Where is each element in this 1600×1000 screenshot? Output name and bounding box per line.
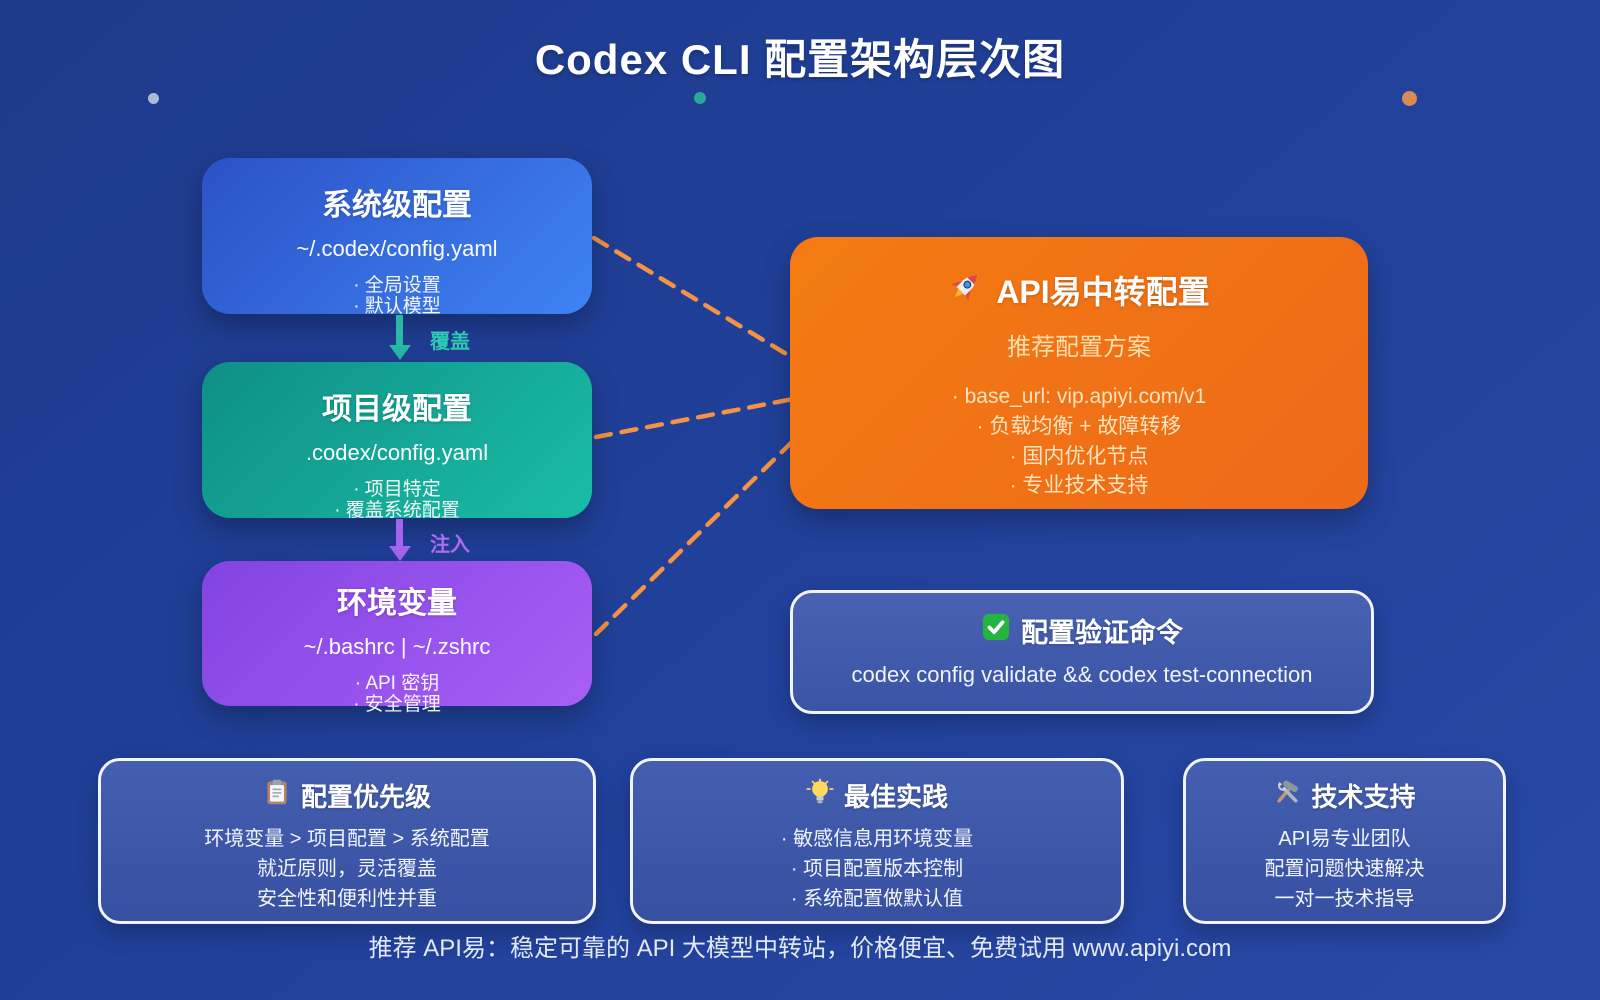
inject-arrow-label: 注入 — [430, 534, 470, 556]
api-relay-title: API易中转配置 — [996, 274, 1210, 310]
practices-lines: · 敏感信息用环境变量 · 项目配置版本控制 · 系统配置做默认值 — [633, 824, 1121, 914]
bullet-item: · 国内优化节点 — [1009, 444, 1149, 468]
override-arrow — [396, 315, 403, 345]
panel-best-practices: 最佳实践 · 敏感信息用环境变量 · 项目配置版本控制 · 系统配置做默认值 — [630, 758, 1124, 924]
decor-dot-teal — [694, 92, 706, 104]
connector-env-to-api — [593, 438, 796, 637]
panel-line: 就近原则，灵活覆盖 — [257, 858, 437, 880]
api-relay-subtitle: 推荐配置方案 — [1007, 334, 1151, 361]
bullet-item: · 项目特定 — [353, 479, 441, 500]
node-system-config: 系统级配置 ~/.codex/config.yaml · 全局设置 · 默认模型 — [202, 158, 592, 317]
api-relay-bullets: · base_url: vip.apiyi.com/v1 · 负载均衡 + 故障… — [790, 382, 1368, 501]
node-system-path: ~/.codex/config.yaml — [296, 236, 498, 261]
connector-system-to-api — [591, 235, 796, 361]
support-title-row: 技术支持 — [1186, 761, 1503, 814]
decor-dot-orange — [1402, 91, 1417, 106]
rocket-icon — [948, 268, 984, 312]
inject-arrow — [396, 519, 403, 546]
priority-title: 配置优先级 — [300, 782, 431, 812]
bullet-item: · 全局设置 — [353, 275, 441, 296]
validate-command-text: codex config validate && codex test-conn… — [851, 662, 1313, 687]
panel-line: · 系统配置做默认值 — [790, 888, 964, 910]
priority-lines: 环境变量 > 项目配置 > 系统配置 就近原则，灵活覆盖 安全性和便利性并重 — [101, 824, 593, 914]
panel-line: 安全性和便利性并重 — [257, 888, 437, 910]
panel-line: API易专业团队 — [1278, 828, 1411, 850]
support-title: 技术支持 — [1311, 782, 1416, 812]
check-icon — [981, 612, 1011, 649]
practices-title-row: 最佳实践 — [633, 761, 1121, 814]
panel-line: 配置问题快速解决 — [1264, 858, 1425, 880]
bulb-icon — [806, 778, 834, 813]
node-env-bullets: · API 密钥 · 安全管理 — [202, 673, 592, 716]
node-system-bullets: · 全局设置 · 默认模型 — [202, 275, 592, 318]
panel-config-priority: 配置优先级 环境变量 > 项目配置 > 系统配置 就近原则，灵活覆盖 安全性和便… — [98, 758, 596, 924]
bullet-item: · API 密钥 — [354, 673, 440, 694]
node-system-title: 系统级配置 — [322, 189, 472, 222]
node-project-title: 项目级配置 — [322, 393, 472, 426]
bullet-item: · 覆盖系统配置 — [334, 500, 460, 522]
node-api-relay: API易中转配置 推荐配置方案 · base_url: vip.apiyi.co… — [790, 237, 1368, 509]
connector-project-to-api — [593, 396, 796, 440]
node-env-title: 环境变量 — [337, 587, 457, 620]
bullet-item: · 专业技术支持 — [1009, 474, 1149, 498]
bullet-item: · 安全管理 — [353, 694, 441, 716]
panel-line: · 项目配置版本控制 — [790, 858, 964, 880]
panel-line: 环境变量 > 项目配置 > 系统配置 — [204, 828, 490, 850]
node-env-path: ~/.bashrc | ~/.zshrc — [303, 634, 491, 659]
panel-line: 一对一技术指导 — [1274, 888, 1415, 910]
validate-title: 配置验证命令 — [1021, 618, 1183, 648]
node-project-path: .codex/config.yaml — [305, 440, 489, 465]
practices-title: 最佳实践 — [843, 782, 948, 812]
panel-tech-support: 技术支持 API易专业团队 配置问题快速解决 一对一技术指导 — [1183, 758, 1506, 924]
node-project-bullets: · 项目特定 · 覆盖系统配置 — [202, 479, 592, 522]
override-arrow-label: 覆盖 — [430, 331, 470, 353]
bullet-item: · 默认模型 — [353, 296, 441, 318]
support-lines: API易专业团队 配置问题快速解决 一对一技术指导 — [1186, 824, 1503, 914]
api-relay-title-row: API易中转配置 — [790, 237, 1368, 313]
panel-validate-command: 配置验证命令 codex config validate && codex te… — [790, 590, 1374, 714]
node-project-config: 项目级配置 .codex/config.yaml · 项目特定 · 覆盖系统配置 — [202, 362, 592, 521]
tools-icon — [1273, 778, 1301, 813]
decor-dot-gray — [148, 93, 159, 104]
footer-promo-text: 推荐 API易：稳定可靠的 API 大模型中转站，价格便宜、免费试用 www.a… — [368, 935, 1232, 962]
bullet-item: · 负载均衡 + 故障转移 — [976, 414, 1182, 438]
page-title: Codex CLI 配置架构层次图 — [534, 36, 1066, 83]
node-env-vars: 环境变量 ~/.bashrc | ~/.zshrc · API 密钥 · 安全管… — [202, 561, 592, 715]
bullet-item: · base_url: vip.apiyi.com/v1 — [951, 385, 1207, 408]
panel-line: · 敏感信息用环境变量 — [780, 828, 974, 850]
priority-title-row: 配置优先级 — [101, 761, 593, 814]
validate-title-row: 配置验证命令 — [793, 593, 1371, 650]
clipboard-icon — [263, 778, 291, 813]
